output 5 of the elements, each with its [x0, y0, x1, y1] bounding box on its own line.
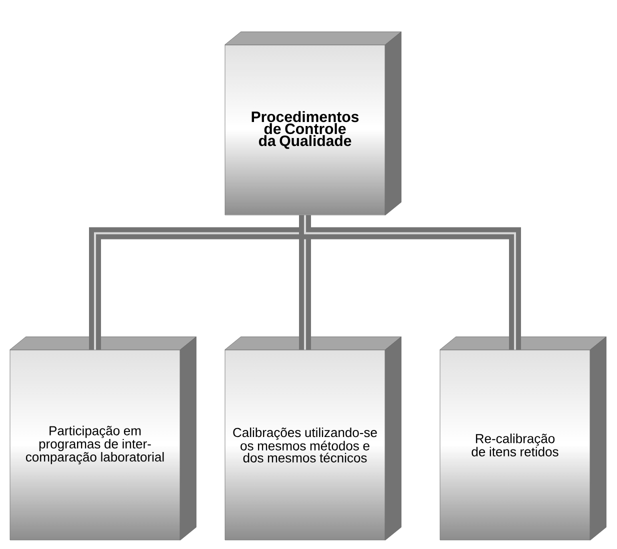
cube-box: Procedimentos de Controle da Qualidade	[224, 32, 402, 216]
cube-box: Re-calibração de itens retidos	[440, 336, 606, 540]
cube-box: Calibrações utilizando-se os mesmos métodos e dos mesmos técnicos	[224, 336, 402, 540]
connector	[299, 215, 521, 350]
cube-box: Participação em programas de inter-comparação laboratorial	[10, 336, 196, 540]
